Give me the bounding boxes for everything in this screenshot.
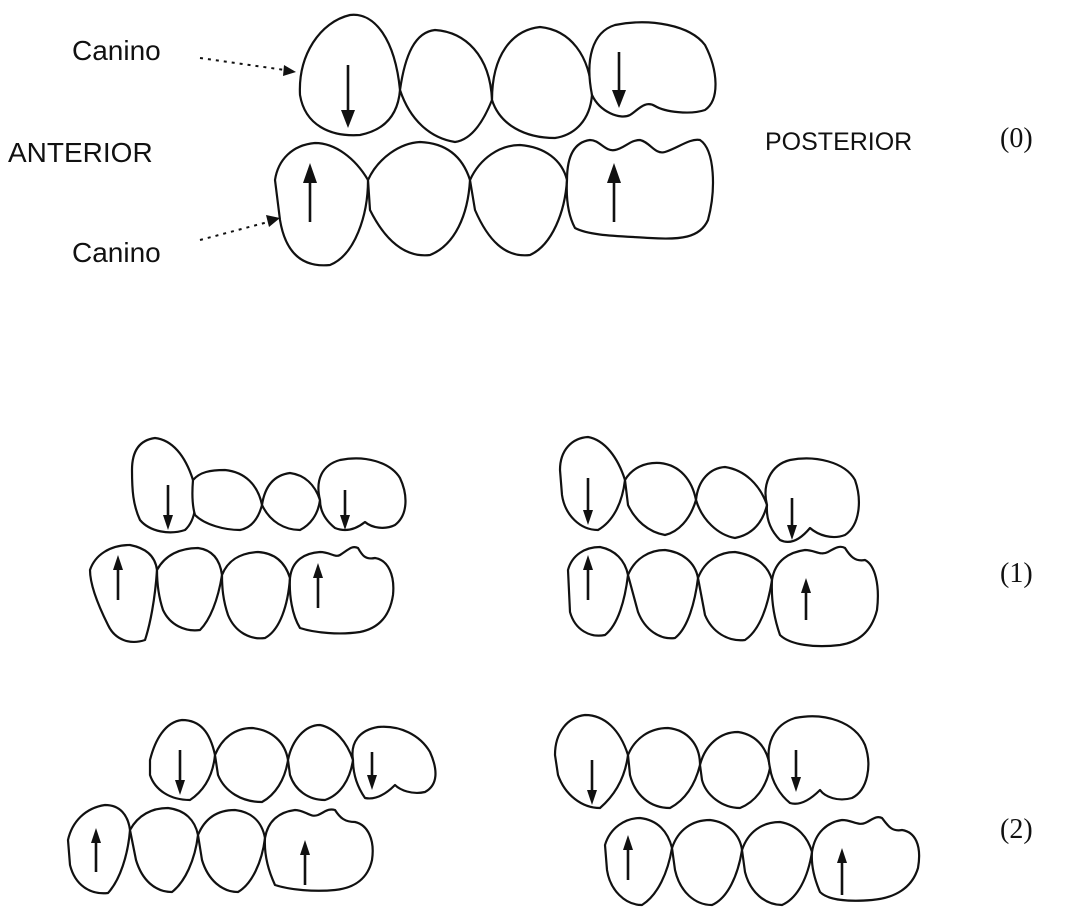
lower-arch-1-left xyxy=(90,545,393,642)
lower-canine xyxy=(275,143,368,265)
lower-arch-2-right xyxy=(605,817,919,905)
canine-upper-label: Canino xyxy=(72,35,161,66)
figure-2-label: (2) xyxy=(1000,814,1033,845)
upper-arch-2-right xyxy=(555,715,868,808)
lower-arch-2-left xyxy=(68,805,373,893)
lower-premolar-2 xyxy=(470,145,567,255)
upper-arch-2-left xyxy=(150,720,435,802)
figure-2-right xyxy=(555,715,919,905)
lower-premolar-1 xyxy=(368,142,470,255)
figure-2-left xyxy=(68,720,435,893)
figure-1-left xyxy=(90,438,405,642)
anterior-label: ANTERIOR xyxy=(8,137,153,168)
canine-lower-label: Canino xyxy=(72,237,161,268)
upper-molar xyxy=(589,22,715,116)
upper-arch-1-right xyxy=(560,437,859,542)
lower-molar xyxy=(567,140,713,239)
upper-premolar-1 xyxy=(400,30,492,142)
upper-premolar-2 xyxy=(492,27,592,138)
posterior-label: POSTERIOR xyxy=(765,128,912,156)
upper-arch-1-left xyxy=(132,438,405,532)
lower-arch-1-right xyxy=(568,547,878,646)
figure-1-label: (1) xyxy=(1000,558,1033,589)
figure-1-right xyxy=(560,437,878,646)
upper-arch-0 xyxy=(300,15,716,142)
figure-0 xyxy=(200,15,716,266)
figure-0-label: (0) xyxy=(1000,123,1033,154)
lower-arch-0 xyxy=(275,140,713,266)
